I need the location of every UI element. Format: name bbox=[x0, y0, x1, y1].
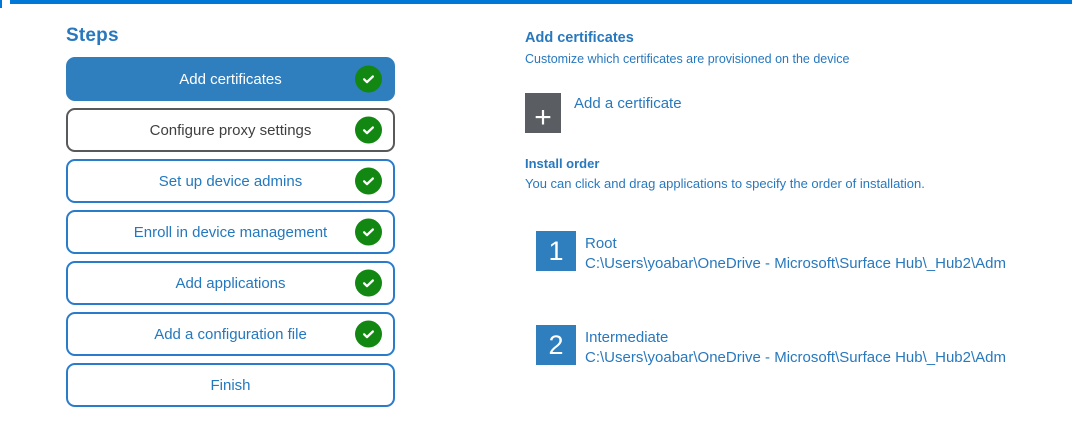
order-number: 1 bbox=[548, 235, 564, 266]
certificate-item-root[interactable]: 1 Root C:\Users\yoabar\OneDrive - Micros… bbox=[536, 231, 1006, 274]
panel-title: Add certificates bbox=[525, 30, 634, 46]
install-order-title: Install order bbox=[525, 156, 600, 171]
step-label: Finish bbox=[210, 376, 251, 394]
check-icon bbox=[355, 269, 382, 297]
add-certificates-panel: Add certificates Customize which certifi… bbox=[525, 0, 1070, 443]
check-icon bbox=[355, 116, 382, 144]
steps-title: Steps bbox=[66, 25, 119, 46]
order-number-badge: 2 bbox=[536, 325, 576, 365]
window-frame-top-border bbox=[10, 0, 1072, 4]
step-label: Enroll in device management bbox=[133, 223, 328, 241]
install-order-hint: You can click and drag applications to s… bbox=[525, 176, 925, 191]
steps-sidebar: Steps Add certificates Configure proxy s… bbox=[66, 25, 395, 414]
add-certificate-row: + Add a certificate bbox=[525, 93, 682, 133]
check-icon bbox=[355, 218, 382, 246]
step-add-certificates[interactable]: Add certificates bbox=[66, 57, 395, 101]
step-label: Add certificates bbox=[179, 70, 282, 88]
step-set-up-device-admins[interactable]: Set up device admins bbox=[66, 159, 395, 203]
order-number-badge: 1 bbox=[536, 231, 576, 271]
step-label: Configure proxy settings bbox=[149, 121, 312, 139]
certificate-info: Root C:\Users\yoabar\OneDrive - Microsof… bbox=[585, 231, 1006, 274]
step-configure-proxy-settings[interactable]: Configure proxy settings bbox=[66, 108, 395, 152]
panel-subtitle: Customize which certificates are provisi… bbox=[525, 52, 850, 66]
check-icon bbox=[355, 65, 382, 93]
step-add-applications[interactable]: Add applications bbox=[66, 261, 395, 305]
certificate-name: Intermediate bbox=[585, 329, 669, 346]
step-label: Set up device admins bbox=[158, 172, 303, 190]
check-icon bbox=[355, 167, 382, 195]
step-label: Add applications bbox=[175, 274, 286, 292]
add-certificate-button[interactable]: + bbox=[525, 93, 561, 133]
add-certificate-label: Add a certificate bbox=[574, 95, 682, 112]
order-number: 2 bbox=[548, 329, 564, 360]
check-icon bbox=[355, 320, 382, 348]
certificate-path: C:\Users\yoabar\OneDrive - Microsoft\Sur… bbox=[585, 255, 1006, 272]
step-label: Add a configuration file bbox=[154, 325, 307, 343]
certificate-item-intermediate[interactable]: 2 Intermediate C:\Users\yoabar\OneDrive … bbox=[536, 325, 1006, 368]
window-frame-corner bbox=[0, 0, 2, 8]
step-add-a-configuration-file[interactable]: Add a configuration file bbox=[66, 312, 395, 356]
certificate-name: Root bbox=[585, 235, 617, 252]
certificate-info: Intermediate C:\Users\yoabar\OneDrive - … bbox=[585, 325, 1006, 368]
steps-list: Add certificates Configure proxy setting… bbox=[66, 57, 395, 407]
certificate-path: C:\Users\yoabar\OneDrive - Microsoft\Sur… bbox=[585, 349, 1006, 366]
step-finish[interactable]: Finish bbox=[66, 363, 395, 407]
step-enroll-in-device-management[interactable]: Enroll in device management bbox=[66, 210, 395, 254]
